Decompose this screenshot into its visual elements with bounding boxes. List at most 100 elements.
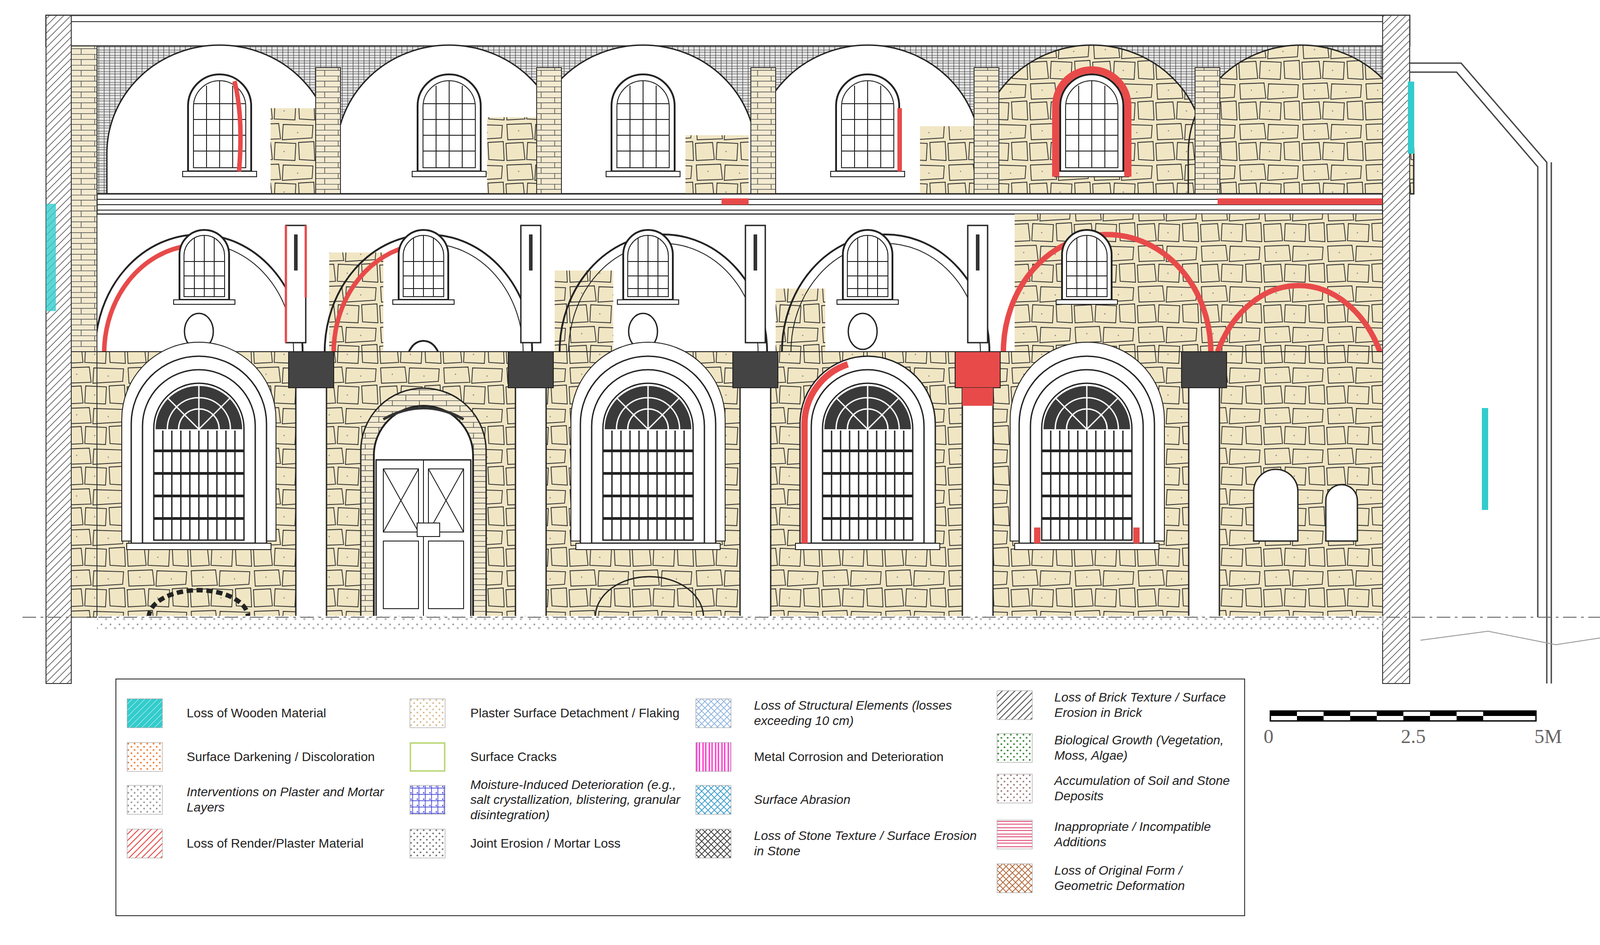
door [373,405,474,618]
legend-label: Plaster Surface Detachment / Flaking [470,705,683,722]
legend-label: Loss of Original Form / Geometric Deform… [1054,863,1235,894]
upper-zone [1195,67,1220,194]
legend-swatch [695,828,732,859]
swatch-fill [997,864,1033,893]
scale-bar [1403,716,1430,722]
lower-zone [515,360,547,618]
walls-and-ground [71,45,97,352]
lower-zone [295,360,327,618]
upper-zone [315,67,341,194]
lower-zone [962,387,994,406]
middle-zone [617,229,679,305]
swatch-fill [127,742,163,772]
upper-zone [1188,45,1414,194]
cornice [1217,198,1383,205]
middle-zone [295,234,978,271]
legend-swatch [996,863,1033,894]
upper-zone [897,108,902,172]
lower-zone [126,356,272,550]
upper-zone [106,45,333,194]
walls-and-ground [45,203,56,312]
lower-zone [96,342,1383,618]
lower-zone [1037,527,1137,544]
middle-zone [836,229,899,305]
scale-bar [1323,711,1351,717]
swatch-fill [127,785,163,815]
lower-zone [955,351,1001,388]
door [383,408,464,420]
middle-zone [392,229,455,305]
middle-zone [285,225,306,343]
legend-label: Surface Abrasion [754,792,989,808]
scale-bar [1270,711,1536,722]
walls-and-ground [22,616,1600,618]
scale-bar [1483,711,1536,717]
lower-zone [1325,484,1358,542]
upper-zone [234,81,241,172]
swatch-fill [410,743,445,772]
lower-zone [1014,356,1159,550]
walls-and-ground [71,351,97,618]
upper-zone [270,108,321,194]
legend-label: Accumulation of Soil and Stone Deposits [1054,773,1235,804]
upper-zone [1054,74,1129,177]
upper-zone [1055,69,1128,177]
scale-label: 0 [1263,725,1274,749]
swatch-fill [997,733,1033,763]
legend-swatch [996,690,1033,721]
middle-zone [848,313,878,350]
legend-label: Loss of Structural Elements (losses exce… [754,698,989,729]
legend-label: Metal Corrosion and Deterioration [754,749,989,765]
legend-swatch [695,785,732,815]
swatch-fill [695,698,732,728]
legend-label: Inappropriate / Incompatible Additions [1054,819,1235,850]
walls-and-ground [45,15,72,684]
legend-label: Loss of Render/Plaster Material [186,836,399,852]
lower-zone [96,351,1383,618]
upper-zone [336,45,562,194]
scale-label: 5M [1534,725,1562,749]
swatch-fill [127,829,163,859]
lower-zone [962,360,994,618]
swatch-fill [127,698,163,728]
scale-bar [1429,711,1457,717]
middle-zone [104,245,190,352]
lower-zone [1181,351,1227,388]
lower-zone [1253,469,1298,542]
upper-zone [974,67,999,194]
legend-swatch [695,698,732,729]
upper-zone [754,45,981,194]
upper-zone [536,67,562,194]
middle-zone [1056,229,1118,305]
door [376,459,471,618]
lower-zone [795,356,940,550]
legend-swatch [409,828,446,859]
upper-zone [412,74,487,177]
cornice [721,198,749,205]
upper-zone [487,117,542,194]
door [383,459,464,618]
upper-zone [685,135,749,194]
walls-and-ground [1420,631,1600,645]
legend-box: Loss of Wooden MaterialSurface Darkening… [115,678,1246,917]
legend-swatch [695,742,732,773]
middle-zone [173,229,235,305]
door [360,388,487,618]
upper-zone [919,126,975,194]
door [360,388,487,618]
walls-and-ground [1481,408,1489,511]
lower-zone [575,356,721,550]
swatch-fill [997,774,1033,804]
swatch-fill [997,820,1033,850]
legend-swatch [996,773,1033,804]
scale-bar [1270,711,1297,717]
scale-bar [1456,716,1484,722]
legend-label: Surface Darkening / Discoloration [186,749,399,765]
legend-label: Moisture-Induced Deterioration (e.g., sa… [470,777,683,823]
walls-and-ground [1407,81,1415,154]
lower-zone [288,351,334,388]
upper-zone [45,15,1410,46]
legend-swatch [996,733,1033,764]
upper-zone [182,74,257,177]
